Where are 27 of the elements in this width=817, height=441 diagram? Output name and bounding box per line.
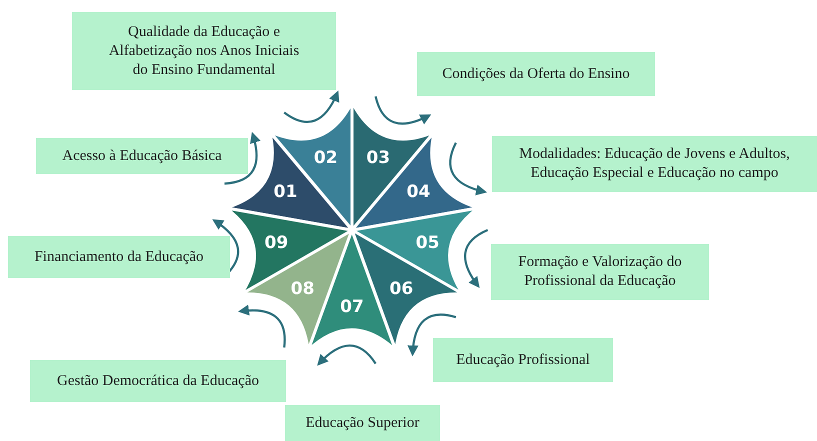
topic-label-box <box>8 236 230 278</box>
segment-number: 07 <box>340 296 364 317</box>
topic-text: Qualidade da Educação e Alfabetização nos Anos Iniciais do Ensino Fundamental <box>108 22 300 80</box>
topic-label-box <box>36 138 248 174</box>
segment-number: 06 <box>390 278 414 299</box>
topic-text: Formação e Valorização do Profissional da Educação <box>517 253 683 291</box>
segment-number: 01 <box>274 182 298 202</box>
topic-text: Gestão Democrática da Educação <box>57 372 259 390</box>
topic-label-box <box>417 52 655 96</box>
topic-text: Modalidades: Educação de Jovens e Adultos, Educação Especial e Educação no campo <box>518 145 791 183</box>
topic-text: Condições da Oferta do Ensino <box>442 64 630 84</box>
segment-number: 08 <box>290 278 314 299</box>
topic-text: Educação Superior <box>306 414 420 432</box>
topic-label-box <box>285 405 440 441</box>
topic-text: Educação Profissional <box>456 350 590 370</box>
topic-label-box <box>72 12 336 90</box>
segment-number: 09 <box>264 233 288 254</box>
topic-label-box <box>491 244 709 300</box>
segment-number: 03 <box>366 148 390 168</box>
topic-text: Acesso à Educação Básica <box>62 146 222 166</box>
segment-number: 05 <box>416 233 440 254</box>
topic-label-box <box>433 338 613 382</box>
segment-number: 04 <box>406 182 430 202</box>
topic-text: Financiamento da Educação <box>34 248 204 266</box>
segment-number: 02 <box>314 148 338 168</box>
topic-label-box <box>492 136 817 192</box>
topic-label-box <box>30 360 286 402</box>
